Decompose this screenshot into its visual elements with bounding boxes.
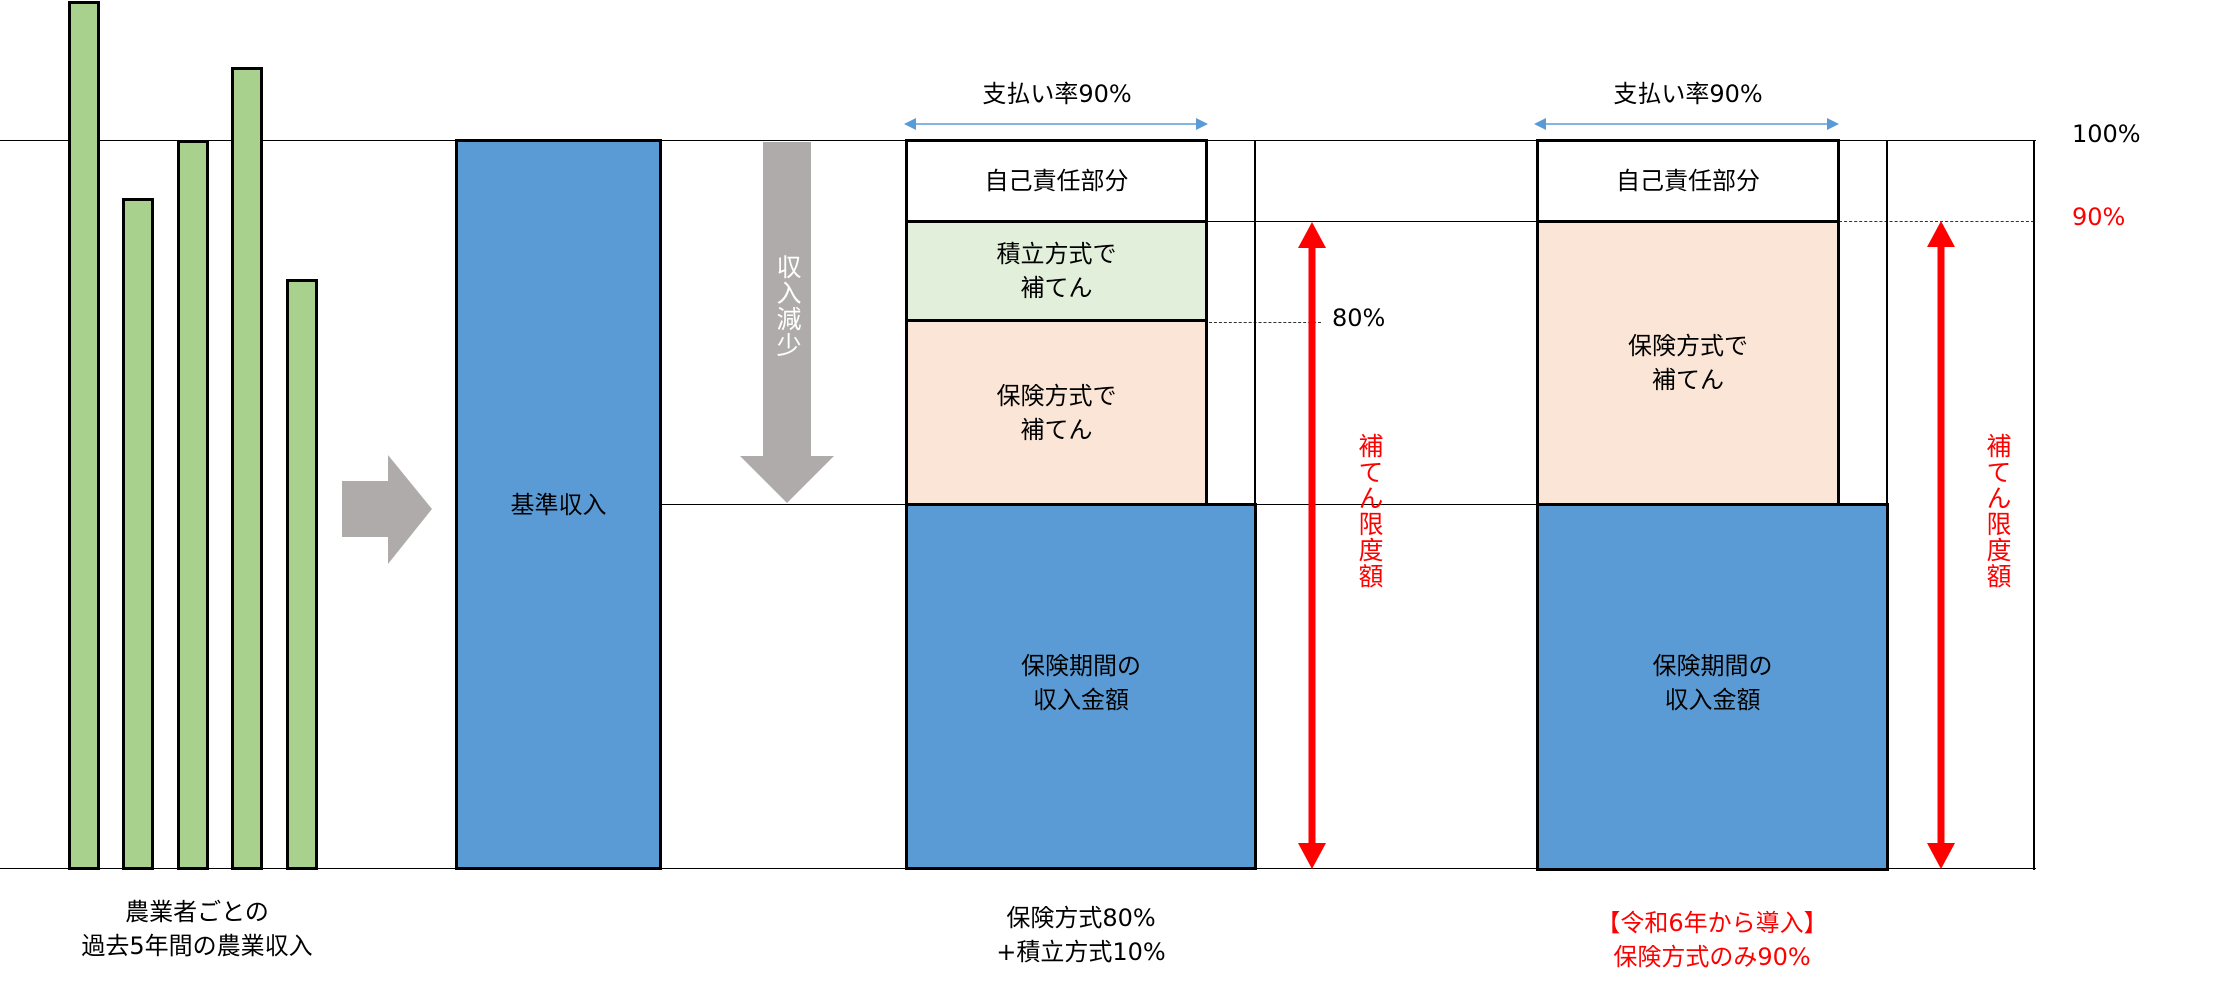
self-responsibility-label: 自己責任部分 — [1616, 167, 1760, 195]
reserve-cover-label: 積立方式で 補てん — [996, 240, 1117, 302]
self-responsibility-label: 自己責任部分 — [984, 167, 1129, 195]
history-bar — [68, 1, 100, 870]
limit-label-insurance-only: 補てん限度額 — [1983, 433, 2012, 589]
insurance-cover-box-combined: 保険方式で 補てん — [905, 319, 1208, 506]
insurance-cover-box-insurance-only: 保険方式で 補てん — [1536, 220, 1840, 506]
base-income-label: 基準収入 — [510, 490, 607, 519]
frame-line — [2033, 140, 2035, 870]
dashed-line-90 — [1839, 221, 2034, 222]
period-income-label: 保険期間の 収入金額 — [1021, 651, 1141, 714]
compensation-limit-arrow-left — [1298, 222, 1326, 869]
payout-rate-label-insurance-only: 支払い率90% — [1613, 80, 1763, 108]
history-bar — [231, 67, 263, 870]
self-resp-line-mid — [1206, 221, 1538, 222]
self-responsibility-box-combined: 自己責任部分 — [905, 139, 1208, 223]
insurance-cover-label: 保険方式で 補てん — [1628, 332, 1748, 394]
compensation-limit-arrow-right — [1927, 221, 1955, 869]
down-arrow-icon — [740, 142, 834, 503]
level-90-label: 90% — [2072, 203, 2126, 231]
frame-line — [1837, 140, 1839, 505]
limit-label-combined: 補てん限度額 — [1355, 433, 1384, 589]
history-bar — [286, 278, 318, 870]
history-bar — [122, 198, 154, 870]
payout-rate-label-combined: 支払い率90% — [982, 80, 1132, 108]
payout-range-arrow-left-scheme — [904, 118, 1208, 130]
level-100-label: 100% — [2072, 120, 2141, 148]
self-responsibility-box-insurance-only: 自己責任部分 — [1536, 139, 1840, 223]
reserve-cover-box: 積立方式で 補てん — [905, 220, 1208, 322]
period-income-label: 保険期間の 収入金額 — [1652, 652, 1773, 714]
caption-combined: 保険方式80% +積立方式10% — [996, 904, 1166, 966]
level-80-label: 80% — [1332, 304, 1386, 332]
period-income-box-combined: 保険期間の 収入金額 — [905, 503, 1257, 870]
caption-insurance-only: 【令和6年から導入】 保険方式のみ90% — [1596, 909, 1828, 971]
payout-range-arrow-right-scheme — [1534, 118, 1839, 130]
dashed-line-80 — [1209, 322, 1321, 323]
period-income-box-insurance-only: 保険期間の 収入金額 — [1536, 503, 1889, 871]
base-income-box: 基準収入 — [455, 139, 662, 870]
history-bar — [177, 140, 209, 870]
income-line-left — [661, 504, 906, 505]
income-line-mid — [1256, 504, 1538, 505]
frame-line — [1206, 140, 1208, 505]
history-label: 農業者ごとの 過去5年間の農業収入 — [81, 898, 313, 960]
insurance-cover-label: 保険方式で 補てん — [996, 381, 1117, 444]
income-drop-label: 収入減少 — [773, 254, 802, 358]
right-arrow-icon — [342, 455, 432, 564]
